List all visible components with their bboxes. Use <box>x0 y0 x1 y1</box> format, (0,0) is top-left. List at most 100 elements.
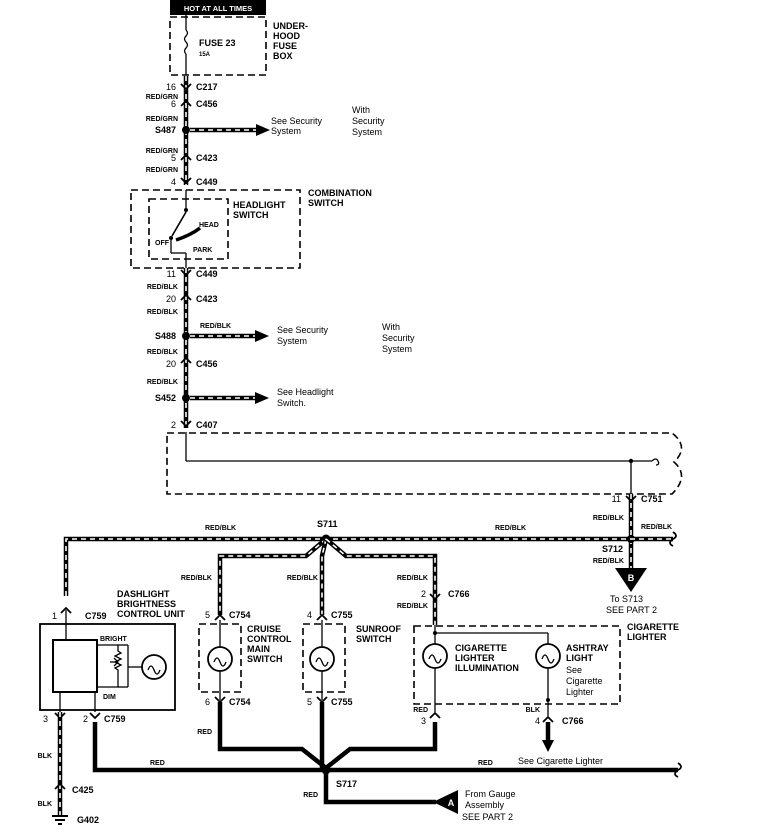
c456-label: C456 <box>196 99 218 109</box>
connector-c449-symbol-lower <box>180 269 192 277</box>
c755b-label: C755 <box>331 697 353 707</box>
cig-pin3: 3 <box>421 716 426 726</box>
wire-label-red-blk-d: RED/BLK <box>147 379 178 386</box>
cruise-label-2: CONTROL <box>247 634 292 644</box>
c449-pin-lower: 11 <box>167 269 176 279</box>
wire-s711-branches <box>217 537 438 625</box>
connector-b-letter: B <box>628 573 635 583</box>
connector-c755-symbol <box>316 613 328 621</box>
ashtray-label-2: LIGHT <box>566 653 593 663</box>
hot-at-all-times-label: HOT AT ALL TIMES <box>184 4 252 13</box>
s452-see-headlight-2: Switch. <box>277 398 306 408</box>
s452-see-headlight-1: See Headlight <box>277 387 334 397</box>
switch-pos-park: PARK <box>193 247 212 254</box>
connector-c759-symbol <box>60 606 72 614</box>
cig-illum-label-1: CIGARETTE <box>455 643 507 653</box>
dashlight-control-unit <box>39 610 176 712</box>
cig-wire-red: RED <box>413 707 428 714</box>
hot-at-all-times-banner <box>170 0 266 15</box>
s487-with-2: Security <box>352 116 385 126</box>
ashtray-see-1: See <box>566 665 582 675</box>
c423-pin-lower: 20 <box>166 294 176 304</box>
s487-see-security-1: See Security <box>271 116 323 126</box>
combination-switch-box <box>130 189 301 269</box>
fuse-name: FUSE 23 <box>199 38 236 48</box>
headlight-switch-label-1: HEADLIGHT <box>233 200 286 210</box>
wire-label-red-blk-b: RED/BLK <box>147 309 178 316</box>
c407-pin: 2 <box>171 420 176 430</box>
c754b-pin: 6 <box>205 697 210 707</box>
s712-label: S712 <box>602 544 623 554</box>
g402-label: G402 <box>77 815 99 825</box>
s488-with-1: With <box>382 322 400 332</box>
c755-pin: 4 <box>307 610 312 620</box>
wire-label-red-blk-c: RED/BLK <box>147 349 178 356</box>
cruise-wire-label: RED/BLK <box>181 575 212 582</box>
connector-c766-symbol <box>429 593 441 601</box>
cruise-label-4: SWITCH <box>247 654 283 664</box>
headlight-switch-contacts <box>169 190 202 268</box>
c217-pin: 16 <box>166 82 176 92</box>
fuse-box-label-3: FUSE <box>273 41 297 51</box>
c755-label: C755 <box>331 610 353 620</box>
cig-illum-label-3: ILLUMINATION <box>455 663 519 673</box>
s488-wire-label: RED/BLK <box>200 323 231 330</box>
cruise-switch-lamp <box>198 620 242 700</box>
dashlight-dim-label: DIM <box>103 694 116 701</box>
c754-pin: 5 <box>205 610 210 620</box>
fuse-box-label-1: UNDER- <box>273 21 308 31</box>
s717-label: S717 <box>336 779 357 789</box>
splice-s452 <box>182 394 190 402</box>
connector-c423-symbol-lower <box>180 293 192 301</box>
c759b-label: C759 <box>104 714 126 724</box>
fuse-box-label-2: HOOD <box>273 31 301 41</box>
connector-c751-symbol <box>625 495 637 503</box>
sunroof-label-1: SUNROOF <box>356 624 402 634</box>
right-wire-label-a: RED/BLK <box>593 515 624 522</box>
headlight-switch-box <box>148 198 229 260</box>
s488-see-security-1: See Security <box>277 325 329 335</box>
dash-wire-blk-2: BLK <box>38 801 52 808</box>
dashlight-pin3: 3 <box>43 714 48 724</box>
right-wire-label-c: RED/BLK <box>593 558 624 565</box>
dash-wire-blk-1: BLK <box>38 753 52 760</box>
c751-label: C751 <box>641 494 663 504</box>
red-bus-label-down: RED <box>303 792 318 799</box>
s488-with-3: System <box>382 344 412 354</box>
splice-s488 <box>182 332 190 340</box>
connector-c407-symbol <box>180 420 192 428</box>
c766b-pin: 4 <box>535 716 540 726</box>
connector-c766b-symbol <box>542 715 554 723</box>
wire-ashtray-ground <box>542 722 554 752</box>
cig-wire-label-a: RED/BLK <box>397 575 428 582</box>
from-gauge-3: SEE PART 2 <box>462 812 513 822</box>
s488-with-2: Security <box>382 333 415 343</box>
wire-s487-branch <box>190 124 270 136</box>
fuse-rating: 15A <box>199 52 211 58</box>
right-wire-label-b: RED/BLK <box>641 524 672 531</box>
c423-label-lower: C423 <box>196 294 218 304</box>
c751-pin: 11 <box>612 494 621 504</box>
c456-pin-lower: 20 <box>166 359 176 369</box>
combination-switch-label-2: SWITCH <box>308 198 344 208</box>
cig-wire-blk: BLK <box>526 707 540 714</box>
c449-label-lower: C449 <box>196 269 218 279</box>
connector-c754-symbol <box>214 613 226 621</box>
sunroof-wire-label: RED/BLK <box>287 575 318 582</box>
splice-s717 <box>321 765 331 775</box>
cig-group-label-1: CIGARETTE <box>627 622 679 632</box>
wire-red-bus <box>92 702 682 805</box>
connector-b-marker <box>615 568 647 592</box>
c759-pin: 1 <box>52 611 57 621</box>
sunroof-label-2: SWITCH <box>356 634 392 644</box>
dashlight-pin2: 2 <box>83 714 88 724</box>
wire-label-red-grn-c: RED/GRN <box>146 148 178 155</box>
s487-with-1: With <box>352 105 370 115</box>
combination-switch-label-1: COMBINATION <box>308 188 372 198</box>
right-see-part2: SEE PART 2 <box>606 605 657 615</box>
ashtray-see-3: Lighter <box>566 687 594 697</box>
c423-pin-upper: 5 <box>171 153 176 163</box>
cruise-label-1: CRUISE <box>247 624 281 634</box>
sunroof-switch-lamp <box>302 620 346 700</box>
red-bus-label-right: RED <box>478 760 493 767</box>
